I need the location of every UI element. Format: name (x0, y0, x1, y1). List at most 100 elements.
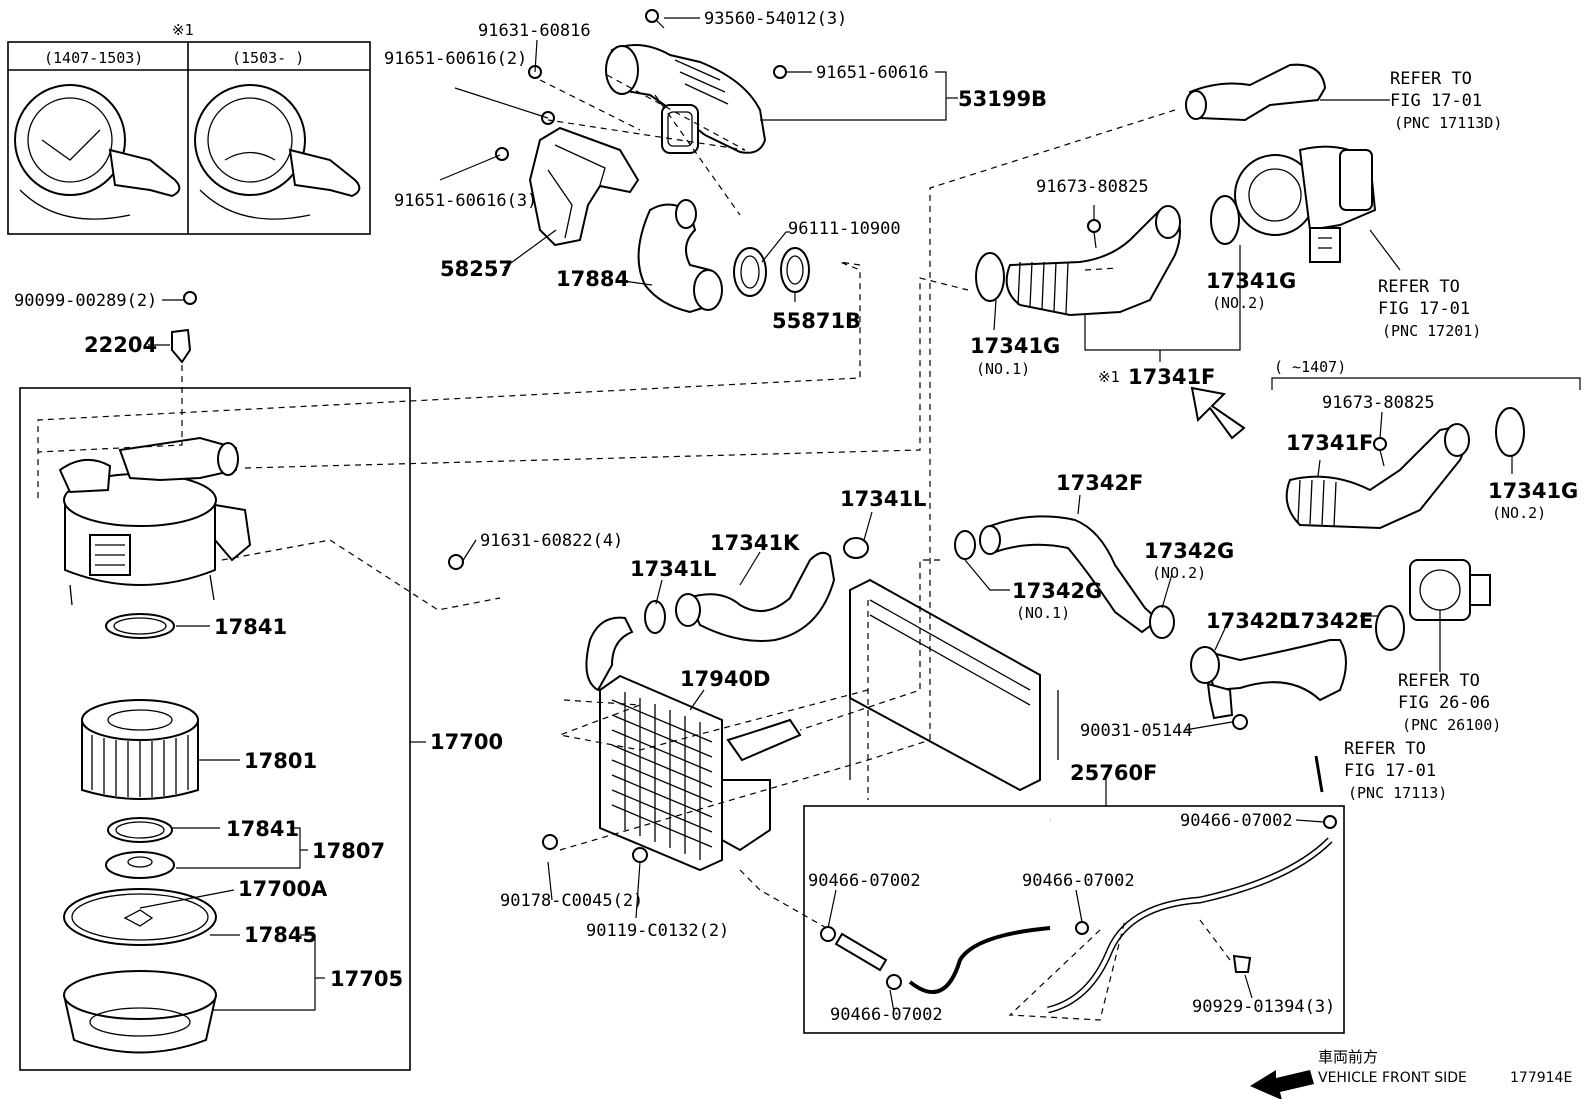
hose-17341F-shape (1005, 205, 1181, 317)
label-17841-bottom: 17841 (226, 817, 299, 841)
label-17700: 17700 (430, 730, 503, 754)
label-90929-01394: 90929-01394(3) (1192, 997, 1335, 1017)
dashed-guide-lines (37, 74, 1231, 1021)
label-no2-b: (NO.2) (1492, 504, 1546, 522)
label-93560-54012: 93560-54012(3) (704, 9, 847, 29)
label-91673-80825-b: 91673-80825 (1322, 393, 1435, 413)
ref-26100-line2: FIG 26-06 (1398, 693, 1490, 713)
gasket-17841-bottom-shape (107, 817, 173, 843)
label-17341G-no2: 17341G (1206, 269, 1296, 293)
label-17341L-left: 17341L (630, 557, 716, 581)
vacuum-hose-25760F-frame (803, 805, 1345, 1034)
air-cleaner-17700-frame (19, 387, 411, 1071)
ref-17201-line3: (PNC 17201) (1382, 322, 1481, 340)
arrow-up-icon (1190, 386, 1246, 440)
clamp-17342E-shape (1375, 605, 1405, 651)
label-17705: 17705 (330, 967, 403, 991)
ref-26100-line3: (PNC 26100) (1402, 716, 1501, 734)
valve-17807-shape (105, 851, 175, 879)
ref-17113-line2: FIG 17-01 (1344, 761, 1436, 781)
clamp-17341G-no2-shape (1210, 195, 1240, 245)
label-17841-top: 17841 (214, 615, 287, 639)
inlet-duct-53199B-shape (605, 44, 767, 154)
inset-variants-box (7, 41, 371, 235)
ref-17113D-line1: REFER TO (1390, 69, 1472, 89)
label-17342G-no1: 17342G (1012, 579, 1102, 603)
vehicle-front-arrow-icon (1250, 1070, 1314, 1099)
label-17341G-no1: 17341G (970, 334, 1060, 358)
label-17807: 17807 (312, 839, 385, 863)
ref-17113-line1: REFER TO (1344, 739, 1426, 759)
figure-id: 177914E (1510, 1070, 1572, 1086)
hose-intercooler-outlet-shape (726, 718, 802, 762)
label-17341G-b: 17341G (1488, 479, 1578, 503)
clamp-17341L-top-shape (843, 537, 869, 559)
label-90178-C0045: 90178-C0045(2) (500, 891, 643, 911)
label-22204: 22204 (84, 333, 157, 357)
inset-left-period: (1407-1503) (44, 49, 143, 67)
hose-17341K-shape (675, 551, 836, 642)
bolt-icons-right (448, 219, 1387, 863)
ref-17113-line3: (PNC 17113) (1348, 784, 1447, 802)
label-17342E: 17342E (1286, 609, 1373, 633)
label-no1-c: (NO.1) (1016, 604, 1070, 622)
label-90466-07002-c: 90466-07002 (1022, 871, 1135, 891)
label-no1-a: (NO.1) (976, 360, 1030, 378)
inset-right-period: (1503- ) (232, 49, 304, 67)
label-91673-80825-a: 91673-80825 (1036, 177, 1149, 197)
label-53199B: 53199B (958, 87, 1047, 111)
inset2-period: ( ~1407) (1274, 358, 1346, 376)
label-17845: 17845 (244, 923, 317, 947)
label-91631-60816: 91631-60816 (478, 21, 591, 41)
turbocharger-shape (1234, 145, 1377, 263)
clamp-17342G-no1-shape (954, 530, 976, 560)
label-17341L-top: 17341L (840, 487, 926, 511)
label-90466-07002-a: 90466-07002 (1180, 811, 1293, 831)
note-mark-17341F: ※1 (1098, 368, 1120, 386)
hose-17341F-variant-shape (1285, 423, 1470, 530)
radiator-shape (849, 578, 1059, 792)
ref-17113D-line3: (PNC 17113D) (1394, 114, 1502, 132)
inset2-bracket (1271, 377, 1581, 390)
label-17342D: 17342D (1206, 609, 1297, 633)
label-90099-00289: 90099-00289(2) (14, 291, 157, 311)
label-17341F-b: 17341F (1286, 431, 1373, 455)
hose-17884-shape (637, 199, 723, 314)
vehicle-front-jp: 車両前方 (1318, 1048, 1378, 1066)
ref-17113D-line2: FIG 17-01 (1390, 91, 1482, 111)
label-96111-10900: 96111-10900 (788, 219, 901, 239)
leader-lines (139, 17, 1513, 1013)
label-17801: 17801 (244, 749, 317, 773)
clamp-96111-10900-shape (733, 247, 767, 297)
label-91651-60616-3: 91651-60616(3) (394, 191, 537, 211)
label-17341F: 17341F (1128, 365, 1215, 389)
part-labels: ※1 (1407-1503) (1503- ) 93560-54012(3) 9… (14, 9, 1578, 1086)
vehicle-front-en: VEHICLE FRONT SIDE (1318, 1070, 1467, 1086)
clamp-17341G-no1-shape (975, 252, 1005, 302)
air-cleaner-housing-shape (58, 436, 252, 606)
air-cleaner-cap-variant-2 (194, 84, 361, 220)
intercooler-17940D-shape (585, 616, 771, 872)
ref-17201-line1: REFER TO (1378, 277, 1460, 297)
label-17884: 17884 (556, 267, 629, 291)
bracket-58257-shape (528, 126, 640, 247)
label-17342F: 17342F (1056, 471, 1143, 495)
clamp-17341G-variant-shape (1495, 407, 1525, 457)
label-25760F: 25760F (1070, 761, 1157, 785)
label-90466-07002-d: 90466-07002 (830, 1005, 943, 1025)
clamp-17341L-left-shape (644, 600, 666, 634)
ring-55871B-shape (780, 247, 810, 293)
label-17940D: 17940D (680, 667, 771, 691)
label-17700A: 17700A (238, 877, 328, 901)
air-cleaner-cap-variant-1 (14, 84, 181, 220)
label-58257: 58257 (440, 257, 513, 281)
label-55871B: 55871B (772, 309, 861, 333)
turbo-pipe-shape (1185, 63, 1327, 122)
note-mark-top: ※1 (172, 21, 194, 39)
label-17341K: 17341K (710, 531, 800, 555)
label-91651-60616-2: 91651-60616(2) (384, 49, 527, 69)
filter-element-17801-shape (81, 699, 199, 800)
label-no2-c: (NO.2) (1152, 564, 1206, 582)
hose-17342D-shape (1190, 639, 1347, 720)
